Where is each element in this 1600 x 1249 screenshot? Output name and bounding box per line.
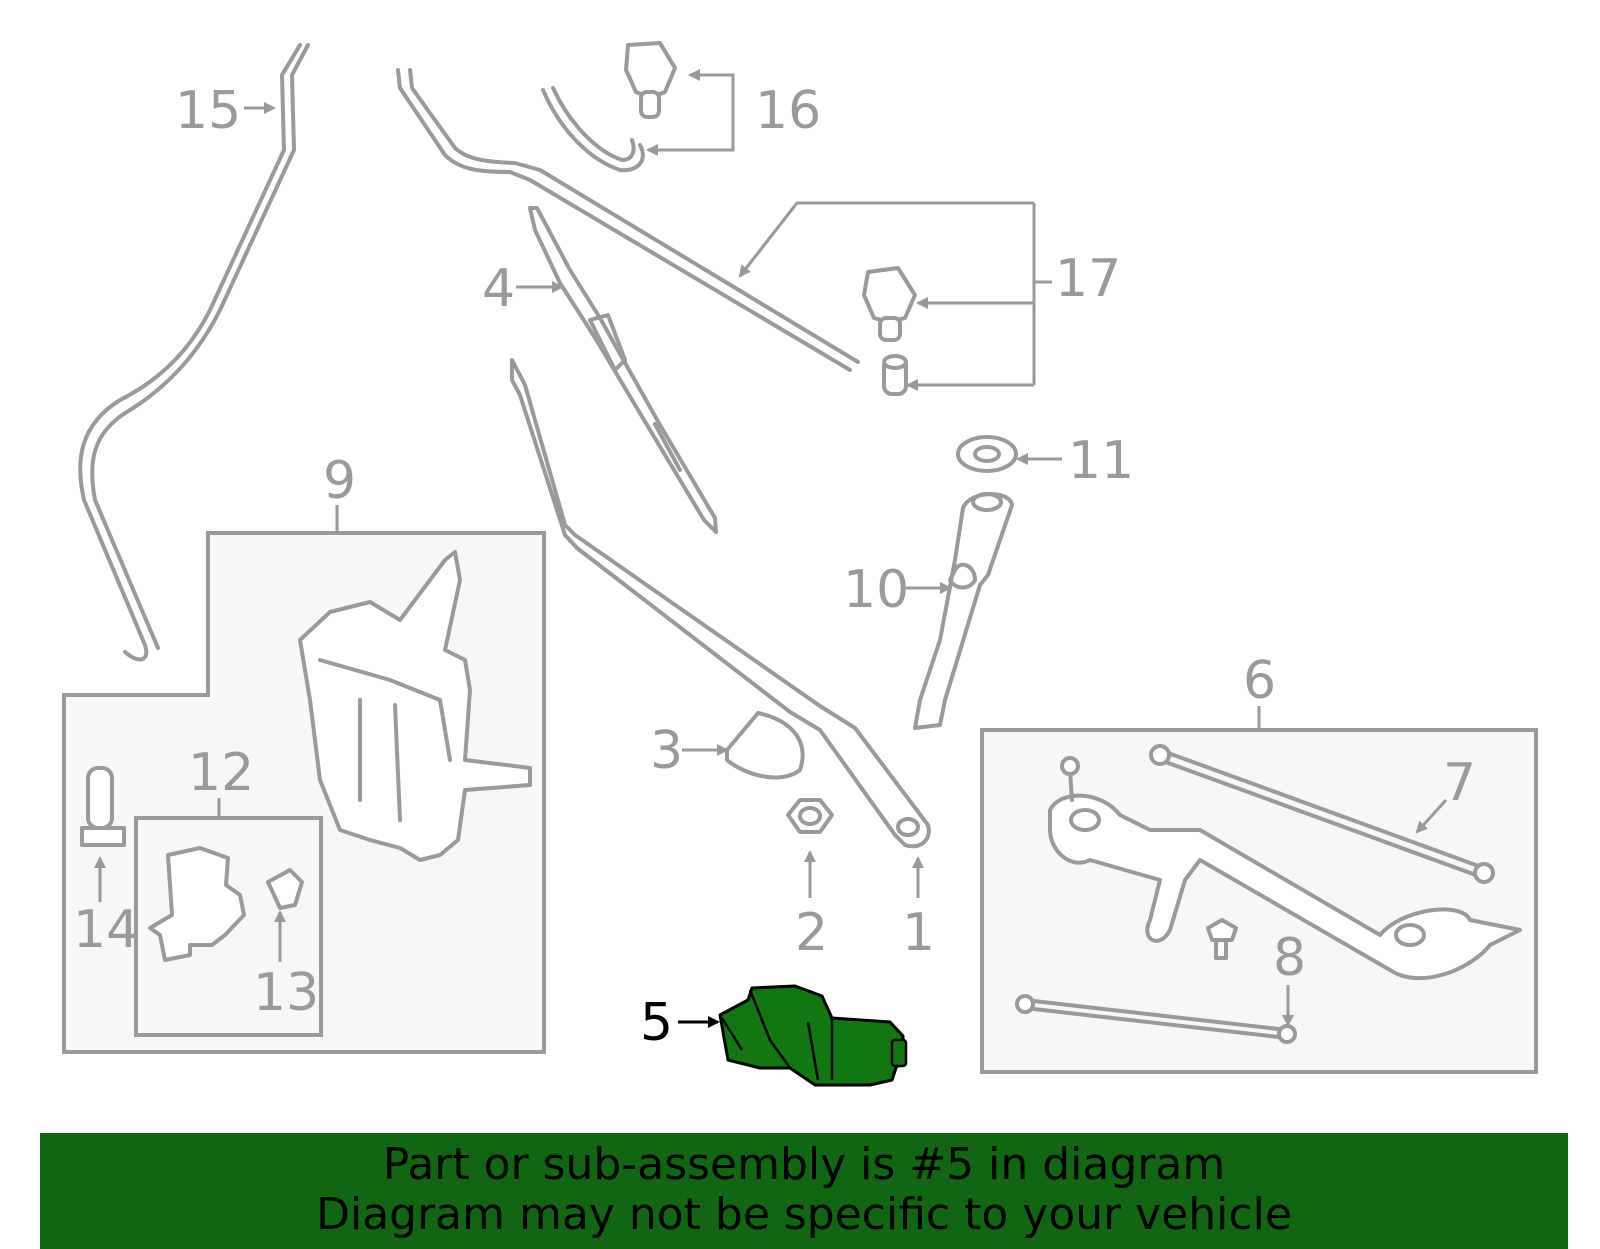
reservoir-9[interactable] [298, 550, 532, 862]
washer-hose-15[interactable] [78, 43, 310, 662]
callout-4: 4 [482, 259, 515, 319]
callout-2: 2 [795, 903, 828, 963]
washer-jet-cap-17[interactable] [882, 354, 908, 396]
callout-15: 15 [175, 81, 241, 141]
banner-line-1: Part or sub-assembly is #5 in diagram [382, 1139, 1226, 1190]
callout-8: 8 [1273, 928, 1306, 988]
callout-7: 7 [1443, 753, 1476, 813]
leader-7 [1415, 798, 1448, 834]
callout-12: 12 [188, 743, 254, 803]
wiper-motor-5[interactable] [718, 984, 908, 1087]
wiper-arm-1[interactable] [510, 358, 931, 849]
pump-12[interactable] [148, 846, 246, 962]
washer-jet-17[interactable] [862, 266, 917, 342]
callout-10: 10 [843, 560, 909, 620]
link-rod-7[interactable] [1149, 744, 1495, 884]
wiper-cap-3[interactable] [725, 711, 805, 780]
wiper-blade-4[interactable] [528, 206, 718, 534]
callout-16: 16 [755, 81, 821, 141]
callout-6: 6 [1243, 651, 1276, 711]
callout-11: 11 [1068, 431, 1134, 491]
nut-2[interactable] [786, 798, 834, 834]
pivot-shaft-10[interactable] [913, 492, 1014, 730]
callout-17: 17 [1055, 249, 1121, 309]
callout-3: 3 [650, 721, 683, 781]
washer-11[interactable] [956, 435, 1018, 473]
callout-13: 13 [253, 963, 319, 1023]
sensor-14[interactable] [80, 766, 126, 847]
banner-line-2: Diagram may not be specific to your vehi… [316, 1189, 1292, 1240]
callout-5: 5 [640, 993, 673, 1053]
bolt-6[interactable] [1206, 918, 1238, 960]
grommet-13[interactable] [266, 868, 304, 910]
info-banner: Part or sub-assembly is #5 in diagram Di… [40, 1133, 1568, 1249]
link-rod-8[interactable] [1015, 994, 1297, 1044]
callout-14: 14 [73, 900, 139, 960]
washer-hose-17[interactable] [396, 68, 860, 372]
callout-9: 9 [323, 451, 356, 511]
leader-17-a [738, 202, 799, 278]
callout-1: 1 [902, 903, 935, 963]
washer-jet-16[interactable] [624, 41, 677, 119]
linkage-6[interactable] [1048, 756, 1522, 981]
washer-hose-16[interactable] [541, 86, 645, 173]
